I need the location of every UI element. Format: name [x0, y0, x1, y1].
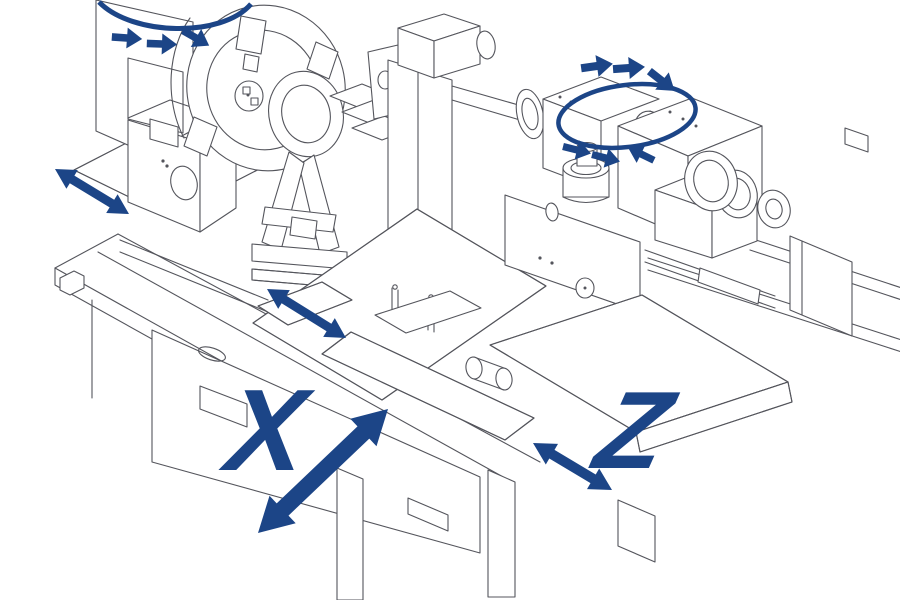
- machine-leg: [487, 469, 516, 598]
- rotation-arrow-icon: [612, 55, 646, 81]
- workhead-assembly: [73, 0, 348, 313]
- cross-slide-table: [252, 208, 547, 441]
- chuck-jaw: [235, 15, 267, 55]
- machine-base: [54, 103, 900, 600]
- wheelhead-rotation-ellipse-icon: [556, 81, 698, 151]
- workhead-slide-arrow-icon: [55, 169, 129, 214]
- motion-annotations: [55, 0, 698, 533]
- workpiece-roller: [465, 356, 483, 380]
- machine-leg: [617, 499, 656, 563]
- machine-line-art: [54, 0, 900, 600]
- wheelhead-assembly: [504, 76, 791, 313]
- bellows-cover: [321, 331, 535, 441]
- rotation-arrow-icon: [642, 62, 682, 100]
- chuck-jaw: [306, 41, 339, 80]
- z-axis-arrow-icon: [533, 443, 612, 490]
- rotation-arrow-icon: [579, 52, 615, 80]
- table-way-cover-ribs: [252, 208, 547, 401]
- chuck-jaw: [183, 116, 218, 157]
- z-axis-table: [489, 294, 793, 453]
- x-axis-label: X: [221, 365, 313, 495]
- x-axis-arrow-icon: [258, 409, 388, 533]
- workhead-rotation-arc-icon: [97, 0, 253, 31]
- table-slide-arrow-icon: [267, 289, 346, 338]
- center-column-assembly: [329, 13, 545, 273]
- machine-leg: [336, 467, 364, 600]
